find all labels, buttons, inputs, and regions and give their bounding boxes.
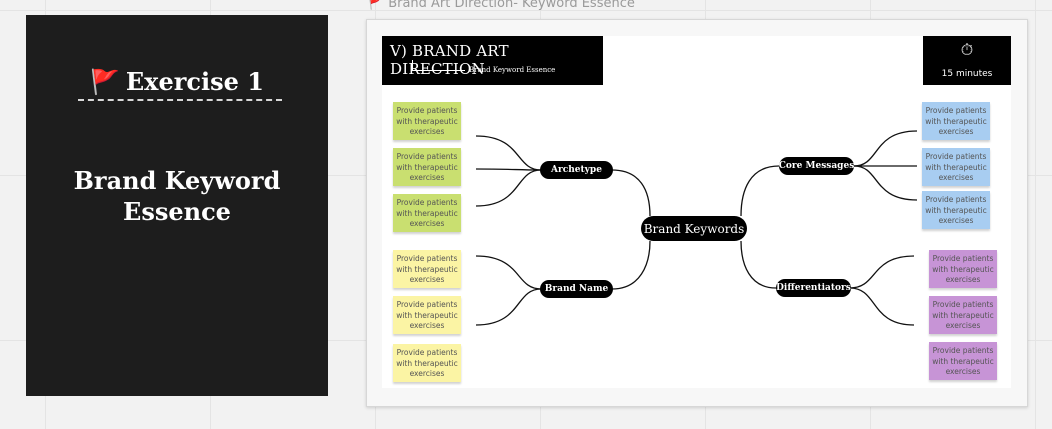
sticky-text-line: Provide patients bbox=[925, 106, 987, 115]
sticky-text-line: exercises bbox=[945, 275, 981, 284]
sticky-text-line: with therapeutic bbox=[925, 162, 987, 172]
connector-archetype-2 bbox=[475, 168, 542, 171]
node-differentiators[interactable]: Differentiators bbox=[776, 279, 851, 297]
node-archetype[interactable]: Archetype bbox=[540, 161, 613, 179]
sticky-text-line: exercises bbox=[945, 321, 981, 330]
exercise-subtitle-line1: Brand Keyword bbox=[73, 166, 281, 195]
sticky-text-line: Provide patients bbox=[925, 152, 987, 161]
sticky-text-line: exercises bbox=[938, 127, 974, 136]
sticky-text-line: exercises bbox=[409, 321, 445, 330]
sticky-text-line: with therapeutic bbox=[396, 310, 458, 320]
sticky-text-line: with therapeutic bbox=[925, 116, 987, 126]
sticky-note-brand-name-2[interactable]: Provide patients with therapeutic exerci… bbox=[393, 296, 461, 334]
sticky-note-differentiators-1[interactable]: Provide patients with therapeutic exerci… bbox=[929, 250, 997, 288]
frame-label-text: Brand Art Direction- Keyword Essence bbox=[388, 0, 635, 11]
sticky-text-line: Provide patients bbox=[396, 152, 458, 161]
flag-icon: 🚩 bbox=[90, 67, 120, 96]
exercise-card[interactable]: 🚩Exercise 1 Brand Keyword Essence bbox=[26, 15, 328, 396]
sticky-note-core-messages-3[interactable]: Provide patients with therapeutic exerci… bbox=[922, 191, 990, 229]
connector-center-brand-name bbox=[611, 240, 651, 290]
sticky-text-line: Provide patients bbox=[396, 254, 458, 263]
timer-box[interactable]: ⏱ 15 minutes bbox=[923, 36, 1011, 85]
sticky-note-differentiators-2[interactable]: Provide patients with therapeutic exerci… bbox=[929, 296, 997, 334]
sticky-text-line: with therapeutic bbox=[396, 358, 458, 368]
connector-archetype-1 bbox=[475, 135, 542, 171]
connector-center-differentiators bbox=[740, 240, 777, 289]
timer-text: 15 minutes bbox=[941, 69, 993, 79]
frame-label[interactable]: 🚩Brand Art Direction- Keyword Essence bbox=[368, 0, 635, 11]
exercise-subtitle-line2: Essence bbox=[123, 197, 231, 226]
board-subtitle: Brand Keyword Essence bbox=[469, 66, 556, 74]
node-brand-keywords[interactable]: Brand Keywords bbox=[641, 216, 747, 241]
sticky-note-brand-name-3[interactable]: Provide patients with therapeutic exerci… bbox=[393, 344, 461, 382]
sticky-text-line: exercises bbox=[945, 367, 981, 376]
sticky-note-differentiators-3[interactable]: Provide patients with therapeutic exerci… bbox=[929, 342, 997, 380]
sticky-text-line: with therapeutic bbox=[932, 310, 994, 320]
sticky-text-line: exercises bbox=[938, 173, 974, 182]
sticky-text-line: exercises bbox=[409, 173, 445, 182]
connector-archetype-3 bbox=[475, 169, 542, 207]
sticky-text-line: Provide patients bbox=[925, 195, 987, 204]
connector-center-archetype bbox=[611, 169, 651, 217]
sticky-text-line: with therapeutic bbox=[396, 162, 458, 172]
sticky-text-line: exercises bbox=[409, 219, 445, 228]
connector-brand-name-2 bbox=[475, 288, 542, 326]
sticky-text-line: Provide patients bbox=[932, 346, 994, 355]
sticky-note-brand-name-1[interactable]: Provide patients with therapeutic exerci… bbox=[393, 250, 461, 288]
sticky-text-line: Provide patients bbox=[932, 300, 994, 309]
connector-core-messages-1 bbox=[853, 130, 918, 167]
board-title-box[interactable]: V) BRAND ART DIRECTION Brand Keyword Ess… bbox=[382, 36, 603, 85]
sticky-text-line: with therapeutic bbox=[932, 264, 994, 274]
board-title: V) BRAND ART DIRECTION bbox=[390, 42, 509, 78]
sticky-text-line: with therapeutic bbox=[925, 205, 987, 215]
sticky-text-line: Provide patients bbox=[396, 106, 458, 115]
sticky-text-line: Provide patients bbox=[396, 198, 458, 207]
dashed-divider bbox=[78, 99, 282, 101]
board-canvas[interactable] bbox=[382, 36, 1011, 388]
sticky-text-line: exercises bbox=[938, 216, 974, 225]
node-core-messages[interactable]: Core Messages bbox=[779, 157, 854, 175]
sticky-text-line: exercises bbox=[409, 369, 445, 378]
exercise-title: 🚩Exercise 1 bbox=[26, 67, 328, 96]
connector-differentiators-2 bbox=[849, 287, 915, 326]
sticky-text-line: Provide patients bbox=[396, 300, 458, 309]
sticky-note-core-messages-2[interactable]: Provide patients with therapeutic exerci… bbox=[922, 148, 990, 186]
sticky-text-line: with therapeutic bbox=[396, 208, 458, 218]
sticky-note-archetype-1[interactable]: Provide patients with therapeutic exerci… bbox=[393, 102, 461, 140]
sticky-text-line: with therapeutic bbox=[396, 264, 458, 274]
sticky-text-line: with therapeutic bbox=[396, 116, 458, 126]
connector-center-core-messages bbox=[740, 165, 780, 217]
title-connector-line bbox=[412, 60, 465, 71]
stopwatch-icon: ⏱ bbox=[960, 40, 974, 59]
connector-differentiators-1 bbox=[849, 255, 915, 289]
sticky-text-line: exercises bbox=[409, 127, 445, 136]
sticky-text-line: Provide patients bbox=[932, 254, 994, 263]
connector-core-messages-3 bbox=[853, 165, 918, 201]
sticky-text-line: Provide patients bbox=[396, 348, 458, 357]
exercise-subtitle: Brand Keyword Essence bbox=[26, 165, 328, 227]
connector-brand-name-1 bbox=[475, 255, 542, 290]
frame-flag-icon: 🚩 bbox=[368, 0, 385, 11]
sticky-note-archetype-2[interactable]: Provide patients with therapeutic exerci… bbox=[393, 148, 461, 186]
sticky-text-line: exercises bbox=[409, 275, 445, 284]
node-brand-name[interactable]: Brand Name bbox=[540, 280, 613, 298]
sticky-text-line: with therapeutic bbox=[932, 356, 994, 366]
exercise-title-text: Exercise 1 bbox=[125, 67, 264, 96]
sticky-note-archetype-3[interactable]: Provide patients with therapeutic exerci… bbox=[393, 194, 461, 232]
sticky-note-core-messages-1[interactable]: Provide patients with therapeutic exerci… bbox=[922, 102, 990, 140]
